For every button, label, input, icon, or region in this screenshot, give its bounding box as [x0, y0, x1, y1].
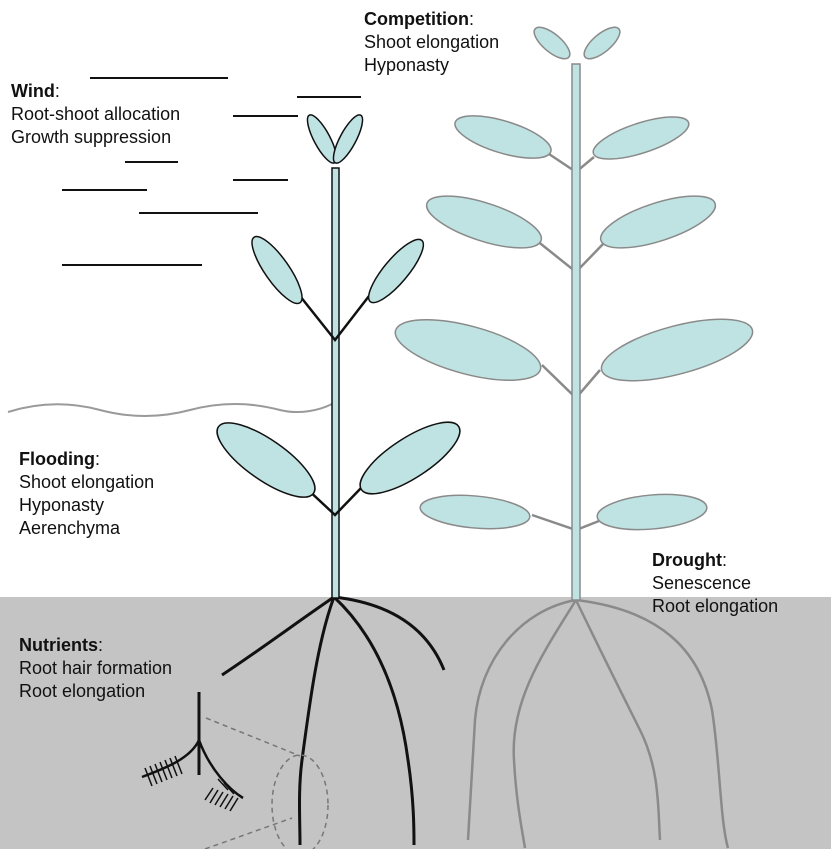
wind-label: Wind: Root-shoot allocation Growth suppr…	[11, 80, 180, 149]
flooding-effect-2: Hyponasty	[19, 494, 154, 517]
flooding-title: Flooding	[19, 449, 95, 469]
left-plant-top-leaves	[302, 111, 367, 166]
flooding-effect-3: Aerenchyma	[19, 517, 154, 540]
competition-effect-1: Shoot elongation	[364, 31, 499, 54]
drought-effect-1: Senescence	[652, 572, 778, 595]
nutrients-effect-1: Root hair formation	[19, 657, 172, 680]
nutrients-title: Nutrients	[19, 635, 98, 655]
drought-label: Drought: Senescence Root elongation	[652, 549, 778, 618]
competition-label: Competition: Shoot elongation Hyponasty	[364, 8, 499, 77]
flooding-label: Flooding: Shoot elongation Hyponasty Aer…	[19, 448, 154, 540]
left-plant-stem	[332, 168, 339, 598]
drought-effect-2: Root elongation	[652, 595, 778, 618]
drought-title: Drought	[652, 550, 722, 570]
right-plant-petioles	[532, 152, 604, 530]
water-surface-line	[8, 404, 332, 416]
nutrients-effect-2: Root elongation	[19, 680, 172, 703]
competition-title: Competition	[364, 9, 469, 29]
wind-effect-1: Root-shoot allocation	[11, 103, 180, 126]
right-plant-stem	[572, 64, 580, 600]
competition-effect-2: Hyponasty	[364, 54, 499, 77]
nutrients-label: Nutrients: Root hair formation Root elon…	[19, 634, 172, 703]
wind-title: Wind	[11, 81, 55, 101]
wind-effect-2: Growth suppression	[11, 126, 180, 149]
flooding-effect-1: Shoot elongation	[19, 471, 154, 494]
